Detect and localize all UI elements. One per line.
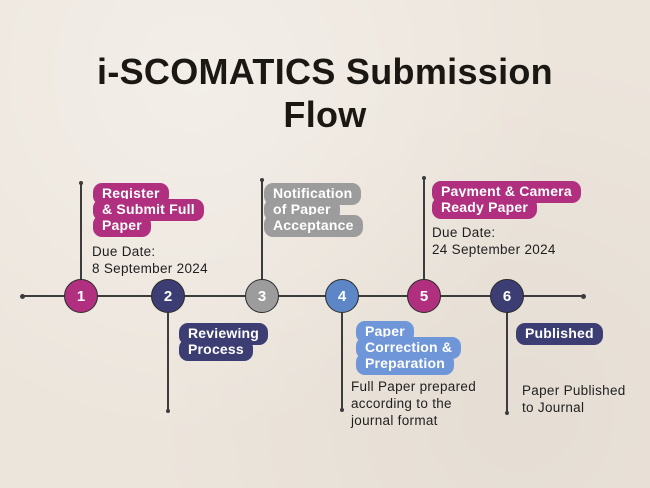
step-number-4: 4: [337, 287, 347, 305]
step-note-6-line-2: to Journal: [522, 400, 585, 415]
step-number-1: 1: [76, 287, 86, 305]
step-note-4: Full Paper prepared according to the jou…: [351, 378, 476, 429]
step-number-2: 2: [163, 287, 173, 305]
step-note-5-line-1: Due Date:: [432, 225, 496, 240]
connector-step-1: [80, 184, 82, 280]
step-label-6-line-1: Published: [516, 323, 603, 345]
connector-end-dot-step-5: [422, 176, 426, 180]
step-circle-4: 4: [325, 279, 359, 313]
step-note-5-line-2: 24 September 2024: [432, 242, 556, 257]
connector-step-6: [506, 313, 508, 412]
step-note-1-line-1: Due Date:: [92, 244, 156, 259]
connector-end-dot-step-1: [79, 181, 83, 185]
step-label-4-line-3: Preparation: [356, 353, 454, 375]
step-number-5: 5: [419, 287, 429, 305]
step-number-6: 6: [502, 287, 512, 305]
step-note-6-line-1: Paper Published: [522, 383, 626, 398]
page-title-line-2: Flow: [283, 94, 367, 135]
timeline-left-end-dot: [20, 294, 25, 299]
step-circle-5: 5: [407, 279, 441, 313]
step-label-3: Notification of Paper Acceptance: [264, 183, 363, 237]
step-label-5: Payment & Camera Ready Paper: [432, 181, 581, 219]
connector-end-dot-step-2: [166, 409, 170, 413]
connector-end-dot-step-6: [505, 411, 509, 415]
step-circle-1: 1: [64, 279, 98, 313]
step-circle-2: 2: [151, 279, 185, 313]
step-label-1-line-3: Paper: [93, 215, 151, 237]
timeline-right-end-dot: [581, 294, 586, 299]
step-label-1: Register & Submit Full Paper: [93, 183, 204, 237]
step-circle-3: 3: [245, 279, 279, 313]
connector-end-dot-step-3: [260, 178, 264, 182]
step-note-4-line-2: according to the: [351, 396, 452, 411]
step-note-6: Paper Published to Journal: [522, 382, 626, 416]
step-note-1: Due Date: 8 September 2024: [92, 243, 208, 277]
connector-end-dot-step-4: [340, 408, 344, 412]
step-circle-6: 6: [490, 279, 524, 313]
step-number-3: 3: [257, 287, 267, 305]
connector-step-2: [167, 313, 169, 410]
step-label-2: Reviewing Process: [179, 323, 269, 361]
connector-step-5: [423, 179, 425, 280]
timeline-line: [23, 295, 584, 297]
step-label-2-line-2: Process: [179, 339, 253, 361]
step-note-4-line-3: journal format: [351, 413, 438, 428]
connector-step-3: [261, 181, 263, 280]
step-note-5: Due Date: 24 September 2024: [432, 224, 556, 258]
step-label-5-line-2: Ready Paper: [432, 197, 538, 219]
step-label-6: Published: [516, 323, 603, 345]
step-label-3-line-3: Acceptance: [264, 215, 363, 237]
step-label-4: Paper Correction & Preparation: [356, 321, 462, 375]
step-note-4-line-1: Full Paper prepared: [351, 379, 477, 394]
page-title-line-1: i-SCOMATICS Submission: [97, 51, 553, 92]
connector-step-4: [341, 313, 343, 409]
step-note-1-line-2: 8 September 2024: [92, 261, 208, 276]
